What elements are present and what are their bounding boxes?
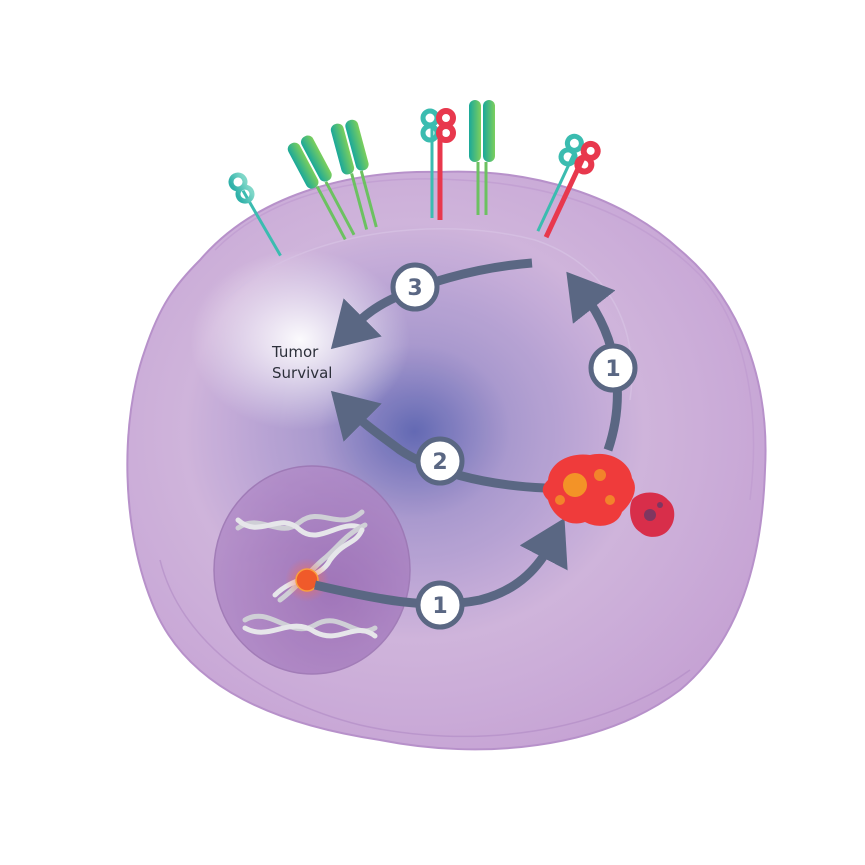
svg-text:1: 1 [605,357,620,382]
receptor-icon [228,172,282,257]
svg-text:2: 2 [432,450,447,475]
dimer-receptor-icon [420,108,601,239]
mutation-dot-icon [295,568,319,592]
step-badge-2: 2 [415,436,465,486]
tumor-survival-line2: Survival [272,364,333,382]
arrow-step-2 [330,390,546,493]
svg-text:1: 1 [432,594,447,619]
inactive-protein-icon [630,492,675,537]
step-badge-3: 3 [390,262,440,312]
tumor-survival-label: Tumor Survival [272,342,332,384]
svg-text:3: 3 [407,276,422,301]
step-badge-1-membrane: 1 [588,343,638,393]
tumor-survival-line1: Tumor [272,343,319,361]
step-badge-1-nucleus: 1 [415,580,465,630]
protein-icon [542,453,635,526]
arrow-step-1-nucleus [313,518,568,609]
antibody-icon [287,100,495,241]
